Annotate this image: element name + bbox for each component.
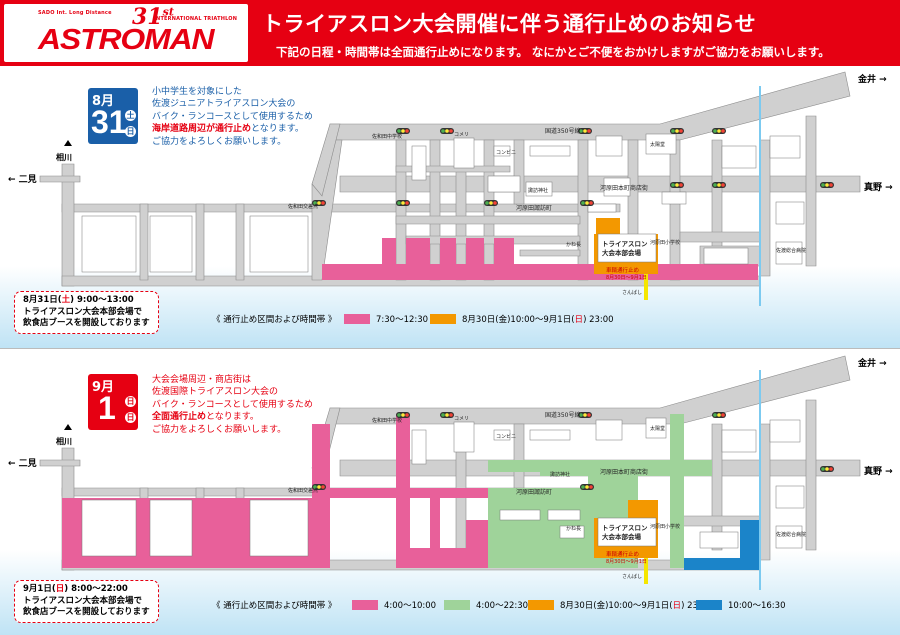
- date-day: 31: [91, 104, 127, 140]
- arrow-up-icon: [64, 424, 72, 430]
- buildings: [81, 417, 805, 557]
- header-banner: SADO Int. Long Distance 31st INTERNATION…: [0, 0, 900, 66]
- label-kanai: 金井 →: [857, 73, 887, 85]
- legend-swatch-blue: [696, 600, 722, 610]
- label-school: 佐和田中学校: [372, 133, 402, 140]
- label-sanbashi: さんばし: [622, 289, 642, 296]
- label-saibashi: 佐和田交差点: [288, 487, 318, 494]
- label-route350: 国道350号線: [545, 127, 580, 135]
- legend-swatch-orange: [528, 600, 554, 610]
- direction-labels: 金井 → 真野 → ← 二見 相川: [8, 357, 893, 477]
- label-aikawa: 相川: [56, 152, 72, 162]
- pier-line: [644, 558, 648, 584]
- arrow-up-icon: [64, 140, 72, 146]
- legend-pink-label: 4:00～10:00: [384, 601, 437, 611]
- label-elem: 河原田小学校: [650, 239, 680, 246]
- map-aug31: 国道350号線 河原田本町商店街 河原田諏訪町 トライアスロン 大会本部会場 車…: [0, 71, 900, 348]
- logo-tagline2: INTERNATIONAL TRIATHLON: [154, 16, 238, 22]
- map-labels: 国道350号線 河原田本町商店街 河原田諏訪町 トライアスロン 大会本部会場 車…: [288, 411, 806, 580]
- date-badge-sep1: 9月 1 日 日: [88, 374, 138, 430]
- label-hospital: 佐渡総合病院: [776, 531, 806, 538]
- label-shrine: 諏訪神社: [528, 187, 548, 194]
- traffic-signals: [312, 412, 834, 490]
- date-month: 9月: [92, 380, 115, 395]
- label-kanai: 金井 →: [857, 357, 887, 369]
- label-hondori: 河原田本町商店街: [600, 468, 648, 476]
- logo: SADO Int. Long Distance 31st INTERNATION…: [4, 4, 248, 62]
- label-kanecho: かね長: [566, 241, 581, 248]
- closure-green: [488, 414, 712, 568]
- label-hospital: 佐渡総合病院: [776, 247, 806, 254]
- closure-blue: [684, 520, 760, 570]
- date-badge-aug31: 8月 31 土 日: [88, 88, 138, 144]
- label-honbu2: 大会本部会場: [602, 532, 642, 541]
- legend-blue-label: 10:00～16:30: [728, 601, 786, 611]
- label-nokikou: 車輌通行止め: [606, 550, 639, 558]
- legend-swatch-orange: [430, 314, 456, 324]
- legend-swatch-green: [444, 600, 470, 610]
- label-daihatsu: 太陽堂: [650, 141, 665, 148]
- date-month: 8月: [92, 94, 115, 109]
- label-kochi: コメリ: [454, 132, 469, 138]
- label-cvs: コンビニ: [496, 433, 516, 440]
- label-shrine: 諏訪神社: [550, 471, 570, 478]
- map-labels: 国道350号線 河原田本町商店街 河原田諏訪町 トライアスロン 大会本部会場 車…: [288, 127, 806, 296]
- pier-line: [644, 274, 648, 300]
- label-nokikou: 車輌通行止め: [606, 266, 639, 274]
- note-sep1: 9月1日(日) 8:00～22:00 トライアスロン大会本部会場で 飲食店ブース…: [14, 580, 159, 623]
- legend-title-aug31: 《 通行止め区間および時間帯 》: [212, 315, 337, 325]
- logo-name: ASTROMAN: [38, 24, 215, 56]
- label-kanecho: かね長: [566, 525, 581, 532]
- date-weekday2: 日: [125, 126, 136, 137]
- legend-green-label: 4:00～22:30: [476, 601, 529, 611]
- legend-swatch-pink: [352, 600, 378, 610]
- traffic-signals: [312, 128, 834, 206]
- label-hondori: 河原田本町商店街: [600, 184, 648, 192]
- label-school: 佐和田中学校: [372, 417, 402, 424]
- panel-sep1: 国道350号線 河原田本町商店街 河原田諏訪町 トライアスロン 大会本部会場 車…: [0, 350, 900, 635]
- direction-labels: 金井 → 真野 → ← 二見 相川: [8, 73, 893, 193]
- page-title: トライアスロン大会開催に伴う通行止めのお知らせ: [262, 12, 757, 36]
- date-weekday: 土: [125, 110, 136, 121]
- label-mano: 真野 →: [864, 465, 893, 477]
- label-futami: ← 二見: [8, 174, 37, 185]
- date-weekday: 日: [125, 396, 136, 407]
- description-aug31: 小中学生を対象にした 佐渡ジュニアトライアスロン大会の バイク・ランコースとして…: [152, 87, 313, 147]
- label-honbu: トライアスロン: [602, 524, 648, 532]
- note-aug31: 8月31日(土) 9:00～13:00 トライアスロン大会本部会場で 飲食店ブー…: [14, 291, 159, 334]
- label-suwa: 河原田諏訪町: [516, 488, 552, 496]
- label-nokikou-time: 8月30日～9月1日: [606, 275, 647, 281]
- panel-aug31: 国道350号線 河原田本町商店街 河原田諏訪町 トライアスロン 大会本部会場 車…: [0, 66, 900, 348]
- description-sep1: 大会会場周辺・商店街は 佐渡国際トライアスロン大会の バイク・ランコースとして使…: [152, 375, 313, 435]
- label-mano: 真野 →: [864, 181, 893, 193]
- label-daihatsu: 太陽堂: [650, 425, 665, 432]
- legend-swatch-pink: [344, 314, 370, 324]
- label-nokikou-time: 8月30日～9月1日: [606, 559, 647, 565]
- buildings: [81, 133, 805, 273]
- label-honbu: トライアスロン: [602, 240, 648, 248]
- legend-orange-label: 8月30日(金)10:00～9月1日(日) 23:00: [560, 601, 712, 611]
- legend-title-sep1: 《 通行止め区間および時間帯 》: [212, 601, 337, 611]
- label-aikawa: 相川: [56, 436, 72, 446]
- logo-tagline: SADO Int. Long Distance: [38, 10, 112, 16]
- divider: [0, 348, 900, 349]
- label-futami: ← 二見: [8, 458, 37, 469]
- label-suwa: 河原田諏訪町: [516, 204, 552, 212]
- label-cvs: コンビニ: [496, 149, 516, 156]
- label-honbu2: 大会本部会場: [602, 248, 642, 257]
- label-saibashi: 佐和田交差点: [288, 203, 318, 210]
- date-weekday2: 日: [125, 412, 136, 423]
- date-day: 1: [98, 390, 116, 426]
- legend-pink-label: 7:30～12:30: [376, 315, 429, 325]
- legend-orange-label: 8月30日(金)10:00～9月1日(日) 23:00: [462, 315, 614, 325]
- label-elem: 河原田小学校: [650, 523, 680, 530]
- logo-number: 31st: [132, 4, 174, 30]
- label-kochi: コメリ: [454, 416, 469, 422]
- page-subtitle: 下記の日程・時間帯は全面通行止めになります。 なにかとご不便をおかけしますがご協…: [276, 45, 830, 59]
- label-sanbashi: さんばし: [622, 573, 642, 580]
- label-route350: 国道350号線: [545, 411, 580, 419]
